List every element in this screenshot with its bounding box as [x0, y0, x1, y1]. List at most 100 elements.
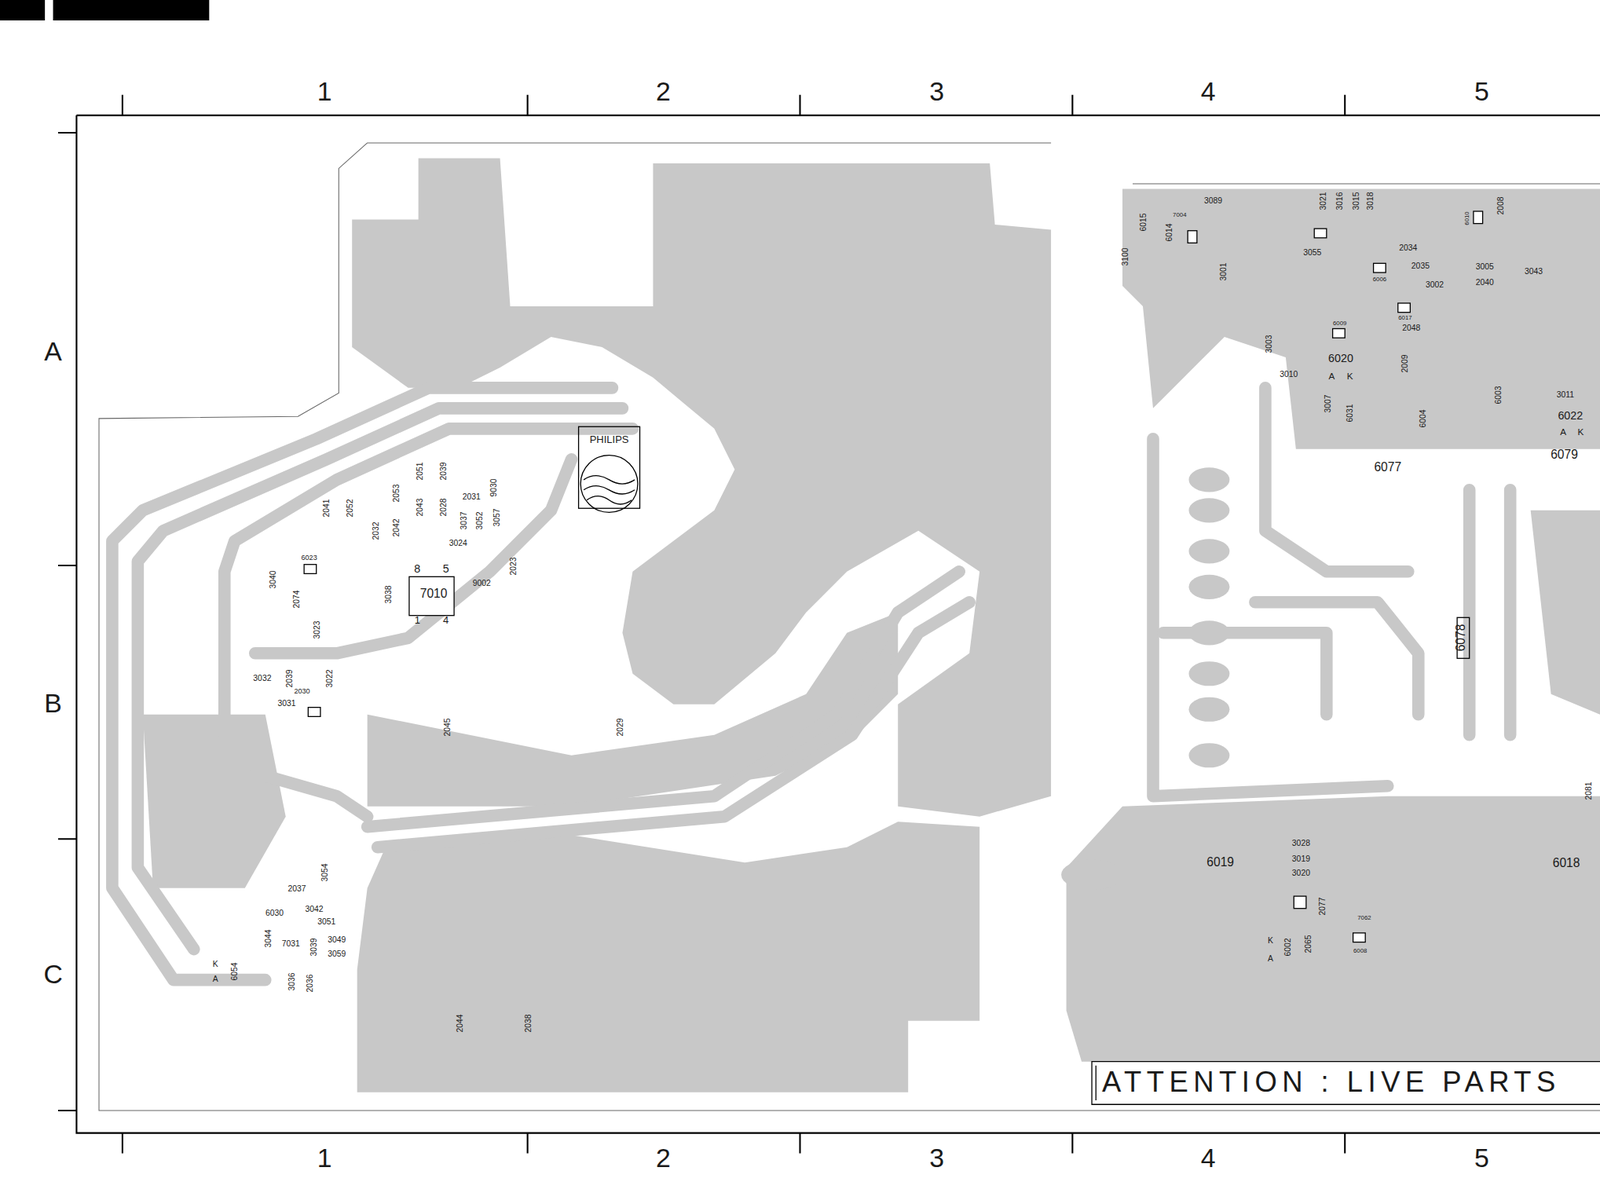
callout-number: 3022	[325, 669, 334, 688]
callout-number: K	[1267, 937, 1274, 945]
callout-number: 3018	[1365, 191, 1374, 210]
header-bar	[0, 0, 45, 21]
callout-number: 2032	[372, 521, 381, 540]
callout-number: 6030	[265, 908, 284, 917]
grid-label: 2	[655, 78, 671, 106]
callout-number: A	[1267, 955, 1274, 963]
board-edge	[98, 142, 1600, 1111]
callout-number: K	[212, 959, 219, 968]
callout-number: 6009	[1332, 320, 1347, 327]
callout-number: 2039	[439, 462, 448, 481]
callout-number: 3040	[269, 570, 278, 589]
callout-number: 3089	[1204, 197, 1223, 206]
callout-number: 2028	[439, 497, 448, 517]
callout-number: 2052	[345, 498, 354, 517]
warning-frame	[1091, 1061, 1600, 1106]
callout-number: 2043	[416, 497, 425, 517]
callout-number: 3011	[1556, 391, 1575, 400]
callout-number: 3015	[1351, 191, 1360, 210]
callout-number: A	[212, 975, 219, 984]
callout-number: 2048	[1402, 324, 1421, 333]
callout-number: 2008	[1497, 197, 1505, 216]
callout-number: 3024	[449, 539, 468, 548]
callout-number: 6008	[1353, 948, 1367, 955]
callout-number: 2065	[1303, 934, 1312, 953]
callout-number: 2030	[293, 688, 310, 696]
callout-number: 3019	[1292, 855, 1311, 864]
callout-number: 3023	[313, 620, 322, 639]
callout-number: 2037	[287, 884, 306, 893]
callout-number: 2053	[392, 483, 401, 502]
grid-label: 5	[1474, 1145, 1490, 1172]
callout-number: 6019	[1206, 856, 1234, 869]
copper-track	[112, 388, 1511, 981]
callout-number: 2029	[616, 718, 625, 737]
callout-number: 2036	[306, 974, 315, 993]
callout-number: 2034	[1398, 243, 1417, 252]
grid-label: 2	[655, 1145, 671, 1172]
component-outline	[303, 211, 1483, 943]
callout-number: 2081	[1584, 781, 1593, 800]
callout-number: 8	[413, 562, 421, 574]
callout-number: 7010	[420, 587, 448, 601]
callout-number: 2039	[285, 669, 294, 688]
callout-number: K	[1347, 372, 1354, 382]
callout-number: 3055	[1303, 248, 1322, 257]
grid-label: 3	[929, 1145, 945, 1172]
callout-number: 3036	[287, 972, 296, 991]
callout-number: 3043	[1524, 267, 1543, 275]
grid-label: C	[43, 961, 63, 989]
callout-number: 3020	[1292, 869, 1311, 878]
callout-number: A	[1328, 372, 1335, 382]
callout-number: 6002	[1283, 937, 1292, 956]
callout-number: 6031	[1345, 404, 1354, 423]
callout-number: 3042	[305, 904, 324, 913]
grid-label: A	[43, 338, 63, 366]
callout-number: 6077	[1373, 461, 1402, 474]
callout-number: 7062	[1357, 915, 1371, 922]
callout-number: 3002	[1425, 280, 1444, 289]
callout-number: ATTENTION : LIVE PARTS	[1102, 1068, 1561, 1097]
grid-label: B	[43, 690, 63, 718]
callout-number: 7004	[1172, 212, 1187, 219]
copper	[142, 157, 1600, 1092]
callout-number: 4	[443, 614, 449, 625]
callout-number: 6054	[230, 962, 239, 981]
callout-number: A	[1559, 427, 1567, 437]
callout-number: 9030	[490, 478, 498, 497]
callout-number: 3016	[1335, 191, 1344, 210]
callout-number: 3003	[1265, 334, 1274, 353]
callout-number: PHILIPS	[589, 433, 630, 444]
header-bar	[53, 0, 210, 21]
callout-number: K	[1577, 427, 1584, 437]
callout-number: 6078	[1455, 624, 1469, 652]
callout-number: 3005	[1475, 263, 1494, 271]
callout-number: 1	[414, 614, 421, 625]
callout-number: 2023	[508, 556, 517, 575]
grid-label: 4	[1200, 1145, 1216, 1172]
callout-number: 2041	[322, 498, 330, 517]
callout-number: 2077	[1318, 897, 1326, 916]
callout-number: 2051	[416, 462, 425, 481]
callout-number: 3100	[1121, 248, 1130, 267]
callout-number: 6015	[1139, 213, 1148, 232]
callout-number: 3044	[263, 929, 272, 949]
grid-label: 1	[317, 78, 333, 106]
callout-number: 6006	[1372, 276, 1387, 283]
callout-number: 3057	[492, 508, 501, 527]
callout-number: 3021	[1319, 191, 1328, 210]
grid-label: 3	[929, 78, 945, 106]
callout-number: 6022	[1557, 410, 1583, 422]
callout-number: 2031	[462, 492, 481, 501]
callout-number: 3059	[327, 949, 346, 958]
callout-number: 2045	[443, 718, 452, 737]
callout-number: 3038	[384, 585, 393, 605]
callout-number: 3001	[1219, 262, 1227, 281]
callout-number: 2009	[1401, 354, 1410, 373]
callout-number: 2042	[392, 518, 401, 537]
callout-number: 2040	[1475, 278, 1494, 287]
callout-number: 3032	[252, 674, 271, 683]
callout-number: 5	[443, 562, 450, 574]
